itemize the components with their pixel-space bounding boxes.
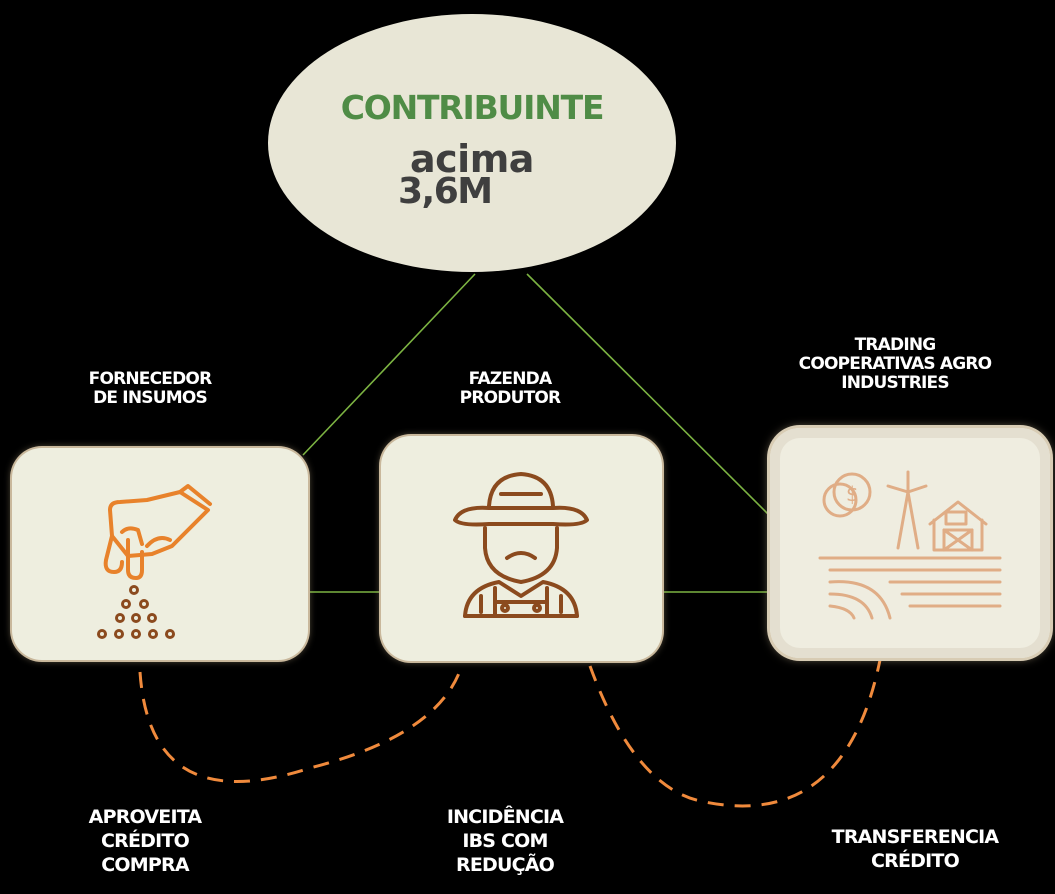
- dashed-arc-supplier-farm: [138, 664, 464, 783]
- bottom-farm-line-2: IBS COM: [462, 829, 548, 852]
- bottom-supplier-line-2: CRÉDITO: [101, 829, 190, 852]
- bottom-farm-line-3: REDUÇÃO: [455, 853, 555, 876]
- connector-center-supplier: [302, 273, 476, 456]
- node-trading: $: [770, 428, 1050, 658]
- label-trading-line-1: TRADING: [854, 335, 937, 355]
- center-title: CONTRIBUINTE: [340, 88, 605, 127]
- farm-coins-icon: $: [818, 470, 1002, 620]
- node-farm: [381, 436, 662, 661]
- label-trading: TRADING COOPERATIVAS AGRO INDUSTRIES: [760, 335, 1030, 394]
- dashed-arc-farm-trading: [588, 659, 882, 808]
- label-farm: FAZENDA PRODUTOR: [400, 369, 620, 409]
- label-supplier: FORNECEDOR DE INSUMOS: [40, 369, 260, 409]
- bottom-supplier-line-3: COMPRA: [101, 853, 189, 876]
- farmer-icon: [453, 472, 589, 618]
- label-trading-line-3: INDUSTRIES: [841, 373, 949, 394]
- connector-center-trading: [526, 273, 771, 517]
- label-farm-line-2: PRODUTOR: [459, 388, 561, 409]
- label-trading-line-2: COOPERATIVAS AGRO: [798, 354, 992, 375]
- bottom-label-farm: INCIDÊNCIA IBS COM REDUÇÃO: [400, 806, 610, 877]
- center-line-1: acima: [410, 137, 534, 181]
- center-line-2: 3,6M: [398, 171, 493, 212]
- bottom-label-trading: TRANSFERENCIA CRÉDITO: [790, 826, 1040, 874]
- label-farm-line-1: FAZENDA: [468, 369, 552, 389]
- node-supplier: [12, 448, 308, 660]
- bottom-farm-line-1: INCIDÊNCIA: [446, 806, 564, 828]
- bottom-trading-line-1: TRANSFERENCIA: [831, 826, 999, 848]
- bottom-label-supplier: APROVEITA CRÉDITO COMPRA: [40, 806, 250, 877]
- svg-text:$: $: [846, 482, 859, 506]
- bottom-supplier-line-1: APROVEITA: [88, 806, 202, 828]
- seed-sowing-hand-icon: [97, 484, 212, 639]
- label-supplier-line-2: DE INSUMOS: [93, 388, 208, 409]
- label-supplier-line-1: FORNECEDOR: [88, 369, 213, 389]
- center-ellipse: CONTRIBUINTE acima 3,6M: [268, 14, 676, 272]
- bottom-trading-line-2: CRÉDITO: [871, 849, 960, 872]
